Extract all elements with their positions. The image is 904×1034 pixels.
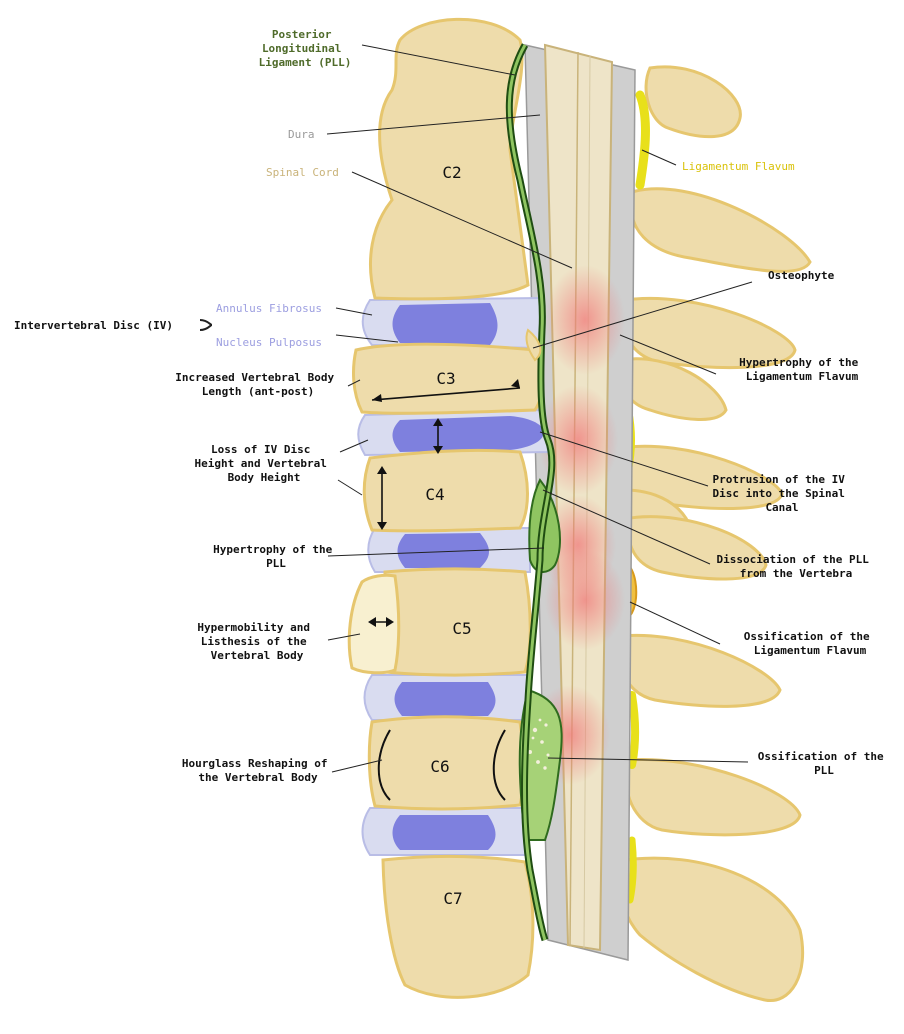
annotation-hypertrophy-pll: Hypertrophy of the PLL bbox=[213, 543, 339, 570]
disc-c5-c6 bbox=[365, 675, 531, 720]
annotation-spinal-cord: Spinal Cord bbox=[266, 166, 339, 179]
label-c7: C7 bbox=[443, 889, 462, 908]
vertebra-c7 bbox=[383, 856, 533, 997]
annotation-dura: Dura bbox=[288, 128, 315, 141]
annotation-hypermobility: Hypermobility and Listhesis of the Verte… bbox=[197, 621, 316, 662]
annotation-hypertrophy-lf: Hypertrophy of the Ligamentum Flavum bbox=[739, 356, 865, 383]
label-c3: C3 bbox=[436, 369, 455, 388]
annotation-nucleus-pulposus: Nucleus Pulposus bbox=[216, 336, 322, 349]
label-c4: C4 bbox=[425, 485, 444, 504]
annotation-ligamentum-flavum: Ligamentum Flavum bbox=[682, 160, 795, 173]
disc-c3-c4 bbox=[358, 410, 548, 455]
vertebra-c4 bbox=[364, 450, 527, 530]
annotation-increased-length: Increased Vertebral Body Length (ant-pos… bbox=[175, 371, 341, 398]
annotation-ossification-pll: Ossification of the PLL bbox=[758, 750, 890, 777]
disc-c4-c5 bbox=[368, 528, 530, 572]
posterior-elements bbox=[619, 67, 810, 1001]
annotation-pll: Posterior Longitudinal Ligament (PLL) bbox=[259, 28, 352, 69]
annotation-osteophyte: Osteophyte bbox=[768, 269, 835, 282]
label-c6: C6 bbox=[430, 757, 449, 776]
label-c2: C2 bbox=[442, 163, 461, 182]
annotation-hourglass: Hourglass Reshaping of the Vertebral Bod… bbox=[182, 757, 334, 784]
label-c5: C5 bbox=[452, 619, 471, 638]
annotation-annulus-fibrosus: Annulus Fibrosus bbox=[216, 302, 322, 315]
annotation-iv-disc: Intervertebral Disc (IV) bbox=[14, 319, 173, 332]
disc-c6-c7 bbox=[363, 808, 526, 855]
disc-c2-c3 bbox=[363, 298, 540, 348]
vertebra-c2 bbox=[370, 19, 528, 299]
annotation-dissociation-pll: Dissociation of the PLL from the Vertebr… bbox=[717, 553, 876, 580]
annotation-ossification-lf: Ossification of the Ligamentum Flavum bbox=[744, 630, 876, 657]
annotation-loss-disc-height: Loss of IV Disc Height and Vertebral Bod… bbox=[194, 443, 333, 484]
